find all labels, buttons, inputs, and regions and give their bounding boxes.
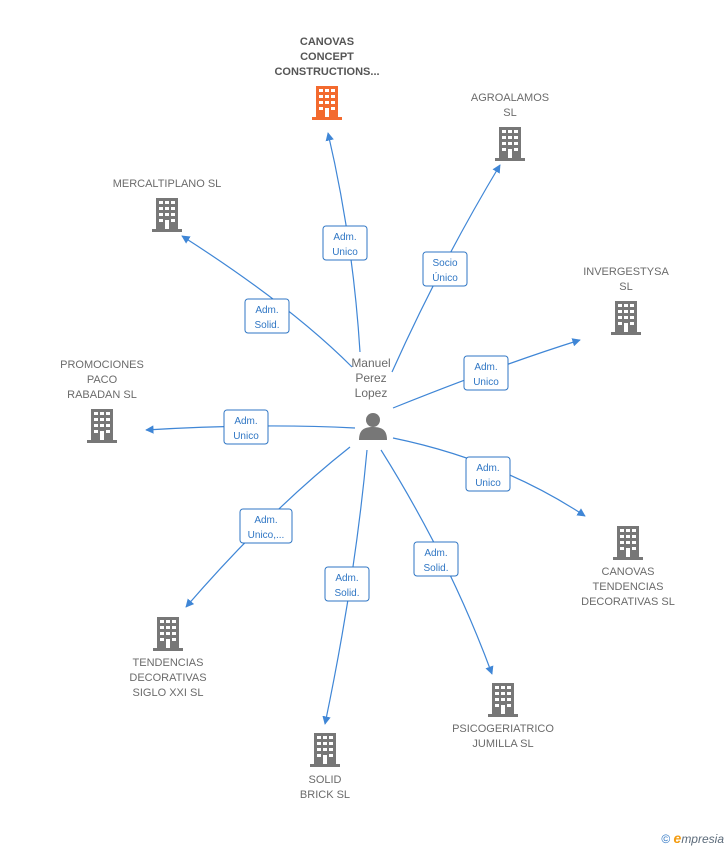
relation-label-line-2: Unico	[233, 431, 259, 442]
company-label-line-1: CANOVAS	[300, 36, 354, 48]
relation-label-line-2: Unico	[475, 478, 501, 489]
relation-label-line-1: Adm.	[474, 362, 497, 373]
company-label-line-1: PSICOGERIATRICO	[452, 723, 554, 735]
person-name-line-1: Manuel	[351, 356, 390, 370]
relation-badge-psicogeriatrico[interactable]: Adm. Solid.	[413, 541, 459, 577]
company-label-line-1: TENDENCIAS	[133, 657, 204, 669]
company-label-line-3: RABADAN SL	[67, 389, 137, 401]
relation-badge-box	[239, 508, 293, 544]
relation-badge-box	[422, 251, 468, 287]
company-label-line-2: TENDENCIAS	[593, 581, 664, 593]
building-icon	[87, 409, 117, 443]
company-node-mercaltiplano[interactable]: MERCALTIPLANO SL	[113, 178, 222, 232]
relation-label-line-1: Adm.	[255, 305, 278, 316]
relation-badge-tendencias-siglo[interactable]: Adm. Unico,...	[239, 508, 293, 544]
relation-label-line-2: Unico	[332, 247, 358, 258]
company-node-tendencias-siglo[interactable]: TENDENCIAS DECORATIVAS SIGLO XXI SL	[129, 617, 207, 699]
relation-label-line-1: Adm.	[335, 573, 358, 584]
relation-badge-box	[322, 225, 368, 261]
relation-badge-box	[223, 409, 269, 445]
building-icon	[312, 86, 342, 120]
relation-badge-box	[324, 566, 370, 602]
company-label-line-1: AGROALAMOS	[471, 92, 549, 104]
relation-label-line-2: Solid.	[423, 563, 448, 574]
building-icon	[488, 683, 518, 717]
relation-label-line-1: Adm.	[234, 416, 257, 427]
brand-name: mpresia	[681, 832, 724, 846]
company-label-line-2: BRICK SL	[300, 789, 350, 801]
relation-label-line-2: Solid.	[334, 588, 359, 599]
relation-badge-canovas-tendencias[interactable]: Adm. Unico	[465, 456, 511, 492]
company-label-line-2: PACO	[87, 374, 118, 386]
company-label-line-2: JUMILLA SL	[472, 738, 533, 750]
company-label-line-2: DECORATIVAS	[129, 672, 206, 684]
building-icon	[153, 617, 183, 651]
company-node-promociones-paco[interactable]: PROMOCIONES PACO RABADAN SL	[60, 359, 144, 443]
relation-label-line-1: Adm.	[333, 232, 356, 243]
relation-label-line-1: Adm.	[254, 515, 277, 526]
relation-label-line-2: Unico,...	[248, 530, 285, 541]
company-label-line-2: SL	[503, 107, 516, 119]
relation-label-line-1: Adm.	[476, 463, 499, 474]
relation-badge-box	[463, 355, 509, 391]
relation-label-line-2: Solid.	[254, 320, 279, 331]
company-node-solid-brick[interactable]: SOLID BRICK SL	[300, 733, 350, 801]
relation-badge-box	[244, 298, 290, 334]
person-name-line-3: Lopez	[355, 386, 388, 400]
company-label-line-1: SOLID	[308, 774, 341, 786]
company-label-line-1: MERCALTIPLANO SL	[113, 178, 222, 190]
edges-layer: Adm.UnicoSocioÚnicoAdm.Solid.Adm.UnicoAd…	[145, 132, 586, 725]
person-name-line-2: Perez	[355, 371, 386, 385]
company-label-line-3: CONSTRUCTIONS...	[274, 66, 379, 78]
relation-badge-mercaltiplano[interactable]: Adm. Solid.	[244, 298, 290, 334]
relation-label-line-1: Adm.	[424, 548, 447, 559]
company-label-line-3: DECORATIVAS SL	[581, 596, 675, 608]
person-icon	[359, 413, 387, 440]
relation-badge-solid-brick[interactable]: Adm. Solid.	[324, 566, 370, 602]
relation-badge-box	[413, 541, 459, 577]
building-icon	[611, 301, 641, 335]
company-node-canovas-concept[interactable]: CANOVAS CONCEPT CONSTRUCTIONS...	[274, 36, 380, 120]
company-label-line-1: INVERGESTYSA	[583, 266, 669, 278]
copyright-symbol: ©	[661, 832, 671, 846]
company-node-canovas-tendencias[interactable]: CANOVAS TENDENCIAS DECORATIVAS SL	[581, 526, 675, 608]
company-label-line-2: SL	[619, 281, 632, 293]
company-node-invergestysa[interactable]: INVERGESTYSA SL	[583, 266, 669, 335]
company-label-line-1: PROMOCIONES	[60, 359, 144, 371]
relation-label-line-1: Socio	[432, 258, 457, 269]
brand-logo-e: e	[673, 830, 682, 846]
company-node-psicogeriatrico[interactable]: PSICOGERIATRICO JUMILLA SL	[452, 683, 554, 750]
relation-badge-invergestysa[interactable]: Adm. Unico	[463, 355, 509, 391]
footer-brand: © empresia	[661, 830, 724, 846]
relation-badge-canovas-concept[interactable]: Adm. Unico	[322, 225, 368, 261]
relation-label-line-2: Único	[432, 271, 458, 284]
building-icon	[613, 526, 643, 560]
building-icon	[152, 198, 182, 232]
building-icon	[310, 733, 340, 767]
building-icon	[495, 127, 525, 161]
nodes-layer: CANOVAS CONCEPT CONSTRUCTIONS... AGROALAMOS…	[60, 36, 675, 801]
company-label-line-2: CONCEPT	[300, 51, 354, 63]
company-label-line-3: SIGLO XXI SL	[133, 687, 204, 699]
relation-badge-promociones-paco[interactable]: Adm. Unico	[223, 409, 269, 445]
company-label-line-1: CANOVAS	[602, 566, 655, 578]
relation-badge-box	[465, 456, 511, 492]
person-node[interactable]: Manuel Perez Lopez	[351, 356, 391, 440]
relation-label-line-2: Unico	[473, 377, 499, 388]
company-node-agroalamos[interactable]: AGROALAMOS SL	[471, 92, 549, 161]
